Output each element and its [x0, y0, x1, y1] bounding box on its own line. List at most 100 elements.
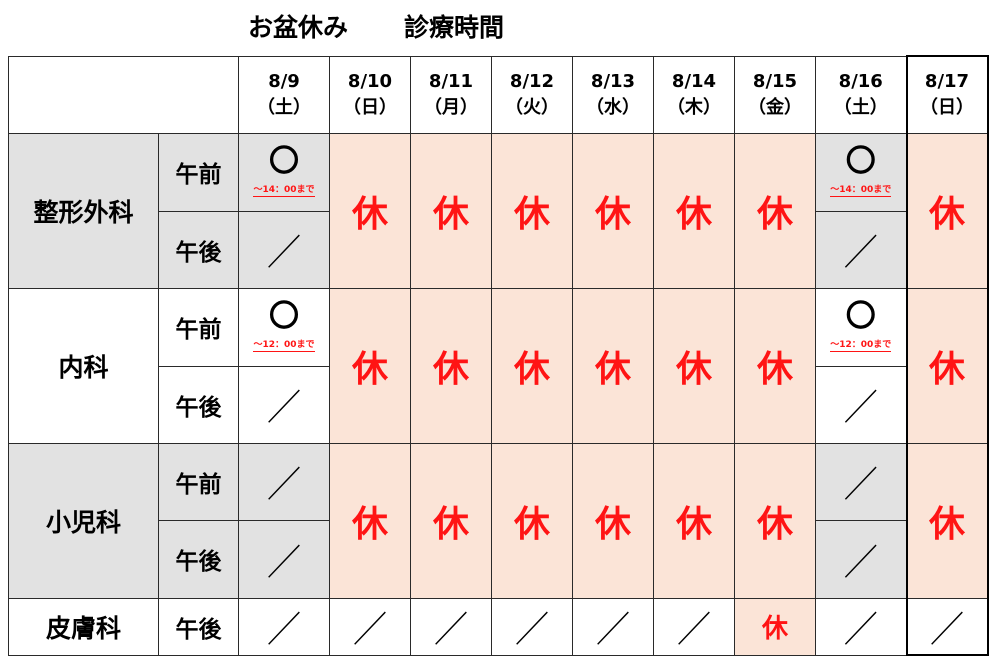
no-service-cell: ／	[329, 597, 411, 656]
header-date-cell: 8/13 （水）	[572, 55, 654, 134]
open-cell: 〇 ～14：00まで	[238, 132, 330, 212]
closed-cell: 休	[905, 442, 989, 599]
weekday-label: （土）	[257, 96, 311, 118]
closed-cell: 休	[410, 132, 492, 289]
pediatrics-pm-row: 午後 ／ ／	[9, 519, 988, 599]
closed-cell: 休	[329, 132, 411, 289]
header-date-cell: 8/12（火）	[491, 55, 573, 134]
no-service-cell: ／	[238, 210, 330, 289]
weekday-label: （土）	[833, 96, 888, 118]
header-row: 8/9 （土） 8/10（日） 8/11（月） 8/12（火） 8/13 （水） 8…	[8, 55, 989, 134]
no-service-cell: ／	[238, 519, 330, 599]
page-title: お盆休み 診療時間	[248, 8, 504, 44]
internal-pm-row: 午後 ／ ／	[9, 365, 988, 444]
open-cell: 〇 ～12：00まで	[815, 287, 907, 367]
title-main: お盆休み	[248, 13, 349, 42]
no-service-cell: ／	[238, 597, 330, 656]
schedule-table: 8/9 （土） 8/10（日） 8/11（月） 8/12（火） 8/13 （水） 8…	[8, 55, 989, 656]
no-service-cell: ／	[815, 519, 907, 599]
header-date-cell: 8/10（日）	[329, 55, 411, 134]
closed-cell: 休	[329, 442, 411, 599]
slash-icon: ／	[843, 464, 878, 507]
slash-icon: ／	[677, 609, 711, 652]
closed-cell: 休	[491, 287, 573, 444]
open-circle-icon: 〇	[269, 144, 299, 179]
session-am-label: 午前	[158, 442, 239, 521]
closed-cell: 休	[734, 442, 816, 599]
slash-icon: ／	[843, 609, 878, 652]
header-date-cell: 8/11（月）	[410, 55, 492, 134]
closed-cell: 休	[491, 132, 573, 289]
date-label: 8/14	[671, 70, 717, 92]
slash-icon: ／	[267, 464, 301, 507]
no-service-cell: ／	[410, 597, 492, 656]
closed-cell: 休	[734, 597, 816, 656]
closed-cell: 休	[734, 287, 816, 444]
slash-icon: ／	[843, 541, 878, 584]
department-internal: 内科	[8, 287, 159, 444]
no-service-cell: ／	[572, 597, 654, 656]
closed-cell: 休	[410, 287, 492, 444]
date-label: 8/9	[268, 70, 300, 92]
closed-cell: 休	[653, 442, 735, 599]
open-circle-icon: 〇	[269, 299, 299, 334]
session-pm-label: 午後	[158, 519, 239, 599]
date-label: 8/13	[590, 70, 636, 92]
closed-cell: 休	[572, 287, 654, 444]
weekday-label: （水）	[586, 96, 640, 118]
open-until-note: ～12：00まで	[253, 340, 315, 352]
closed-cell: 休	[905, 132, 989, 289]
session-am-label: 午前	[158, 287, 239, 367]
slash-icon: ／	[596, 609, 630, 652]
closed-cell: 休	[410, 442, 492, 599]
no-service-cell: ／	[653, 597, 735, 656]
closed-cell: 休	[329, 287, 411, 444]
open-until-note: ～14：00まで	[830, 185, 892, 197]
closed-cell: 休	[572, 132, 654, 289]
no-service-cell: ／	[238, 365, 330, 444]
header-date-cell: 8/15（金）	[734, 55, 816, 134]
slash-icon: ／	[434, 609, 468, 652]
orthopedics-pm-row: 午後 ／ ／	[9, 210, 988, 289]
closed-cell: 休	[734, 132, 816, 289]
slash-icon: ／	[843, 387, 878, 430]
header-corner	[8, 55, 239, 134]
title-sub: 診療時間	[404, 13, 505, 42]
no-service-cell: ／	[238, 442, 330, 521]
weekday-label: （金）	[748, 96, 802, 118]
open-until-note: ～14：00まで	[253, 185, 315, 197]
header-date-cell: 8/14（木）	[653, 55, 735, 134]
pediatrics-am-row: 小児科 午前 ／ 休 休 休 休 休 休 ／ 休	[8, 442, 989, 599]
open-circle-icon: 〇	[845, 144, 876, 179]
slash-icon: ／	[267, 232, 301, 275]
slash-icon: ／	[267, 541, 301, 584]
slash-icon: ／	[843, 232, 878, 275]
slash-icon: ／	[267, 609, 301, 652]
date-label: 8/16	[838, 70, 883, 92]
date-label: 8/11	[428, 70, 474, 92]
orthopedics-am-row: 整形外科 午前 〇 ～14：00まで 休 休 休 休 休 休 〇 ～14：00ま…	[8, 132, 989, 289]
header-date-cell: 8/16 （土）	[815, 55, 907, 134]
no-service-cell: ／	[491, 597, 573, 656]
closed-cell: 休	[905, 287, 989, 444]
date-label: 8/17	[924, 70, 970, 92]
no-service-cell: ／	[905, 597, 989, 656]
closed-cell: 休	[572, 442, 654, 599]
weekday-label: （火）	[505, 96, 559, 118]
slash-icon: ／	[930, 608, 964, 651]
internal-am-row: 内科 午前 〇 ～12：00まで 休 休 休 休 休 休 〇 ～12：00まで …	[8, 287, 989, 444]
department-pediatrics: 小児科	[8, 442, 159, 599]
slash-icon: ／	[353, 609, 387, 652]
closed-cell: 休	[653, 132, 735, 289]
session-pm-label: 午後	[158, 597, 239, 656]
dermatology-pm-row: 皮膚科 午後 ／ ／ ／ ／ ／ ／ 休 ／ ／	[8, 597, 989, 656]
session-am-label: 午前	[158, 132, 239, 212]
open-circle-icon: 〇	[845, 299, 876, 334]
date-label: 8/10	[347, 70, 393, 92]
no-service-cell: ／	[815, 210, 907, 289]
open-cell: 〇 ～12：00まで	[238, 287, 330, 367]
header-date-cell: 8/17（日）	[905, 55, 989, 134]
header-date-cell: 8/9 （土）	[238, 55, 330, 134]
slash-icon: ／	[267, 387, 301, 430]
session-pm-label: 午後	[158, 210, 239, 289]
